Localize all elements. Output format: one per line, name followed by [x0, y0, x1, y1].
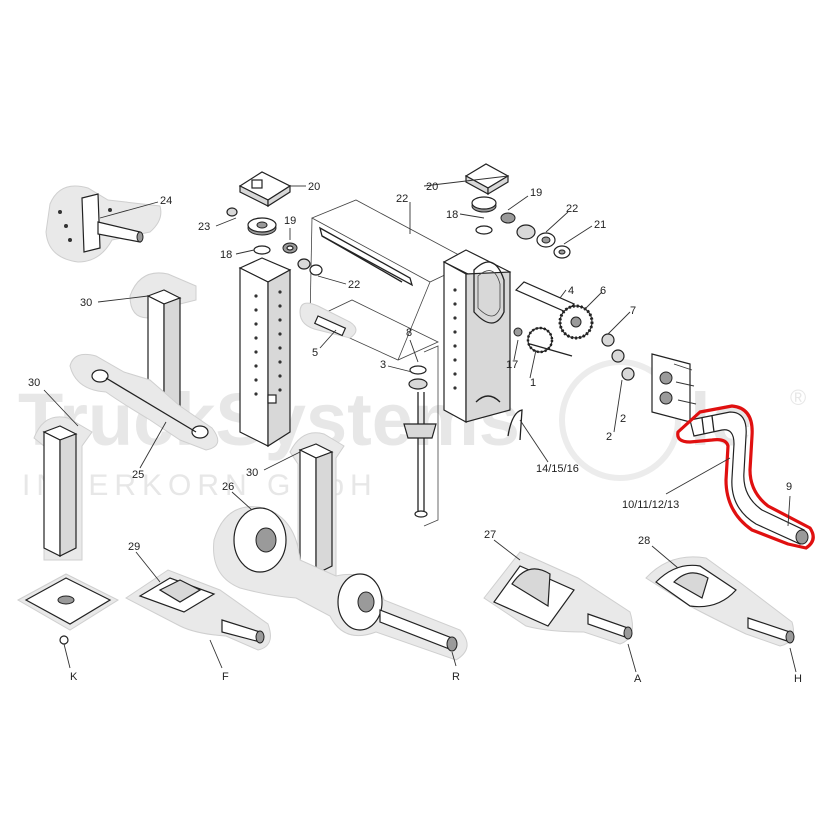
- label-a: A: [634, 673, 642, 685]
- label-1: 1: [530, 377, 536, 389]
- label-25: 25: [132, 469, 144, 481]
- part-gear-train: [500, 212, 615, 357]
- label-8: 8: [406, 327, 412, 339]
- label-4: 4: [568, 285, 574, 297]
- label-21: 21: [594, 219, 606, 231]
- label-18b: 18: [446, 209, 458, 221]
- part-right-leg: [442, 163, 512, 424]
- label-26: 26: [222, 481, 234, 493]
- label-18a: 18: [220, 249, 232, 261]
- label-19b: 19: [530, 187, 542, 199]
- label-30c: 30: [246, 467, 258, 479]
- label-22a: 22: [396, 193, 408, 205]
- label-19a: 19: [284, 215, 296, 227]
- label-30b: 30: [28, 377, 40, 389]
- part-25: [69, 353, 219, 451]
- label-h: H: [794, 673, 802, 685]
- label-k: K: [70, 671, 78, 683]
- part-27-foot: [483, 551, 637, 673]
- label-9: 9: [786, 481, 792, 493]
- label-3: 3: [380, 359, 386, 371]
- label-27: 27: [484, 529, 496, 541]
- label-28: 28: [638, 535, 650, 547]
- callout-labels: 1 2 2 3 4 5 6 7 8 9 10/11/12/13 14/15/16…: [28, 181, 802, 685]
- label-24: 24: [160, 195, 172, 207]
- watermark-reg-mark: ®: [790, 385, 806, 410]
- label-23: 23: [198, 221, 210, 233]
- part-30-upper: [129, 272, 197, 419]
- label-30a: 30: [80, 297, 92, 309]
- part-24: [45, 185, 162, 263]
- label-20a: 20: [308, 181, 320, 193]
- label-6: 6: [600, 285, 606, 297]
- label-29: 29: [128, 541, 140, 553]
- label-20b: 20: [426, 181, 438, 193]
- leader-lines: [43, 175, 791, 583]
- part-29-foot: [125, 569, 271, 669]
- label-22b: 22: [566, 203, 578, 215]
- part-side-plate: [611, 349, 697, 423]
- part-9-crank-handle: [676, 404, 815, 550]
- part-14-15-16: [507, 409, 523, 441]
- label-22c: 22: [348, 279, 360, 291]
- label-7: 7: [630, 305, 636, 317]
- part-spindle: [403, 345, 439, 527]
- label-5: 5: [312, 347, 318, 359]
- label-14-16: 14/15/16: [536, 463, 579, 475]
- part-28-foot: [645, 556, 797, 673]
- label-17: 17: [506, 359, 518, 371]
- label-10-13: 10/11/12/13: [622, 499, 679, 511]
- part-5: [299, 302, 357, 339]
- label-r: R: [452, 671, 460, 683]
- part-left-leg: [226, 171, 323, 448]
- label-f: F: [222, 671, 229, 683]
- highlight-outline: [676, 404, 815, 550]
- label-2b: 2: [620, 413, 626, 425]
- label-2a: 2: [606, 431, 612, 443]
- part-26-wheels: [213, 506, 468, 667]
- part-k-leg: [16, 416, 120, 669]
